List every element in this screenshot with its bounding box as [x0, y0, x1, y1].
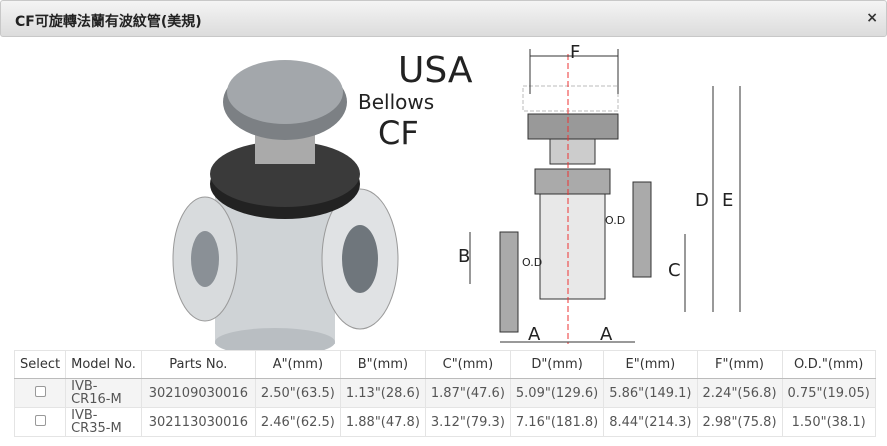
- dim-b-value: 1.13"(28.6): [339, 378, 426, 408]
- close-icon[interactable]: ×: [866, 10, 878, 26]
- dialog-title: CF可旋轉法蘭有波紋管(美規): [15, 14, 202, 30]
- brand-cf: CF: [378, 114, 419, 152]
- col-od: O.D."(mm): [781, 350, 876, 379]
- parts-table: Select Model No. Parts No. A"(mm) B"(mm)…: [13, 350, 876, 437]
- product-figure: USA Bellows CF F D E B C A A O.D O.D: [172, 44, 741, 350]
- dim-c-value: 3.12"(79.3): [424, 407, 511, 437]
- dim-od-upper: O.D: [605, 214, 625, 227]
- dim-f-value: 2.98"(75.8): [696, 407, 783, 437]
- dim-e-value: 8.44"(214.3): [603, 407, 698, 437]
- dim-f: F: [570, 44, 580, 63]
- select-checkbox[interactable]: [34, 385, 46, 397]
- parts-no: 302113030016: [140, 407, 256, 437]
- dim-a-left: A: [528, 324, 541, 345]
- dim-od-value: 1.50"(38.1): [781, 407, 876, 437]
- dim-e-value: 5.86"(149.1): [603, 378, 698, 408]
- dialog-titlebar: CF可旋轉法蘭有波紋管(美規) ×: [0, 0, 887, 37]
- model-no: IVB-CR16-M: [65, 378, 142, 408]
- dim-a-value: 2.50"(63.5): [254, 378, 341, 408]
- product-illustration: [172, 60, 399, 350]
- dim-a-value: 2.46"(62.5): [254, 407, 341, 437]
- dim-e: E: [722, 190, 733, 211]
- col-b: B"(mm): [339, 350, 426, 379]
- table-header-row: Select Model No. Parts No. A"(mm) B"(mm)…: [13, 350, 876, 379]
- dim-f-value: 2.24"(56.8): [696, 378, 783, 408]
- model-no: IVB-CR35-M: [65, 407, 142, 437]
- parts-no: 302109030016: [140, 378, 256, 408]
- col-e: E"(mm): [603, 350, 698, 379]
- col-parts: Parts No.: [140, 350, 256, 379]
- table-row: IVB-CR16-M 302109030016 2.50"(63.5) 1.13…: [13, 378, 876, 408]
- dim-c: C: [668, 260, 681, 281]
- dim-d-value: 5.09"(129.6): [509, 378, 605, 408]
- dim-b-value: 1.88"(47.8): [339, 407, 426, 437]
- dim-d-value: 7.16"(181.8): [509, 407, 605, 437]
- col-model: Model No.: [65, 350, 142, 379]
- dim-b: B: [458, 246, 470, 267]
- select-checkbox[interactable]: [34, 414, 46, 426]
- table-row: IVB-CR35-M 302113030016 2.46"(62.5) 1.88…: [13, 407, 876, 437]
- col-c: C"(mm): [424, 350, 511, 379]
- dim-od-value: 0.75"(19.05): [781, 378, 876, 408]
- col-d: D"(mm): [509, 350, 605, 379]
- dim-c-value: 1.87"(47.6): [424, 378, 511, 408]
- dim-od-lower: O.D: [522, 256, 542, 269]
- dim-a-right: A: [600, 324, 613, 345]
- brand-usa: USA: [398, 50, 473, 91]
- technical-drawing: [469, 49, 741, 344]
- dim-d: D: [695, 190, 709, 211]
- col-a: A"(mm): [254, 350, 341, 379]
- col-select: Select: [13, 350, 67, 379]
- brand-bellows: Bellows: [358, 90, 434, 114]
- col-f: F"(mm): [696, 350, 783, 379]
